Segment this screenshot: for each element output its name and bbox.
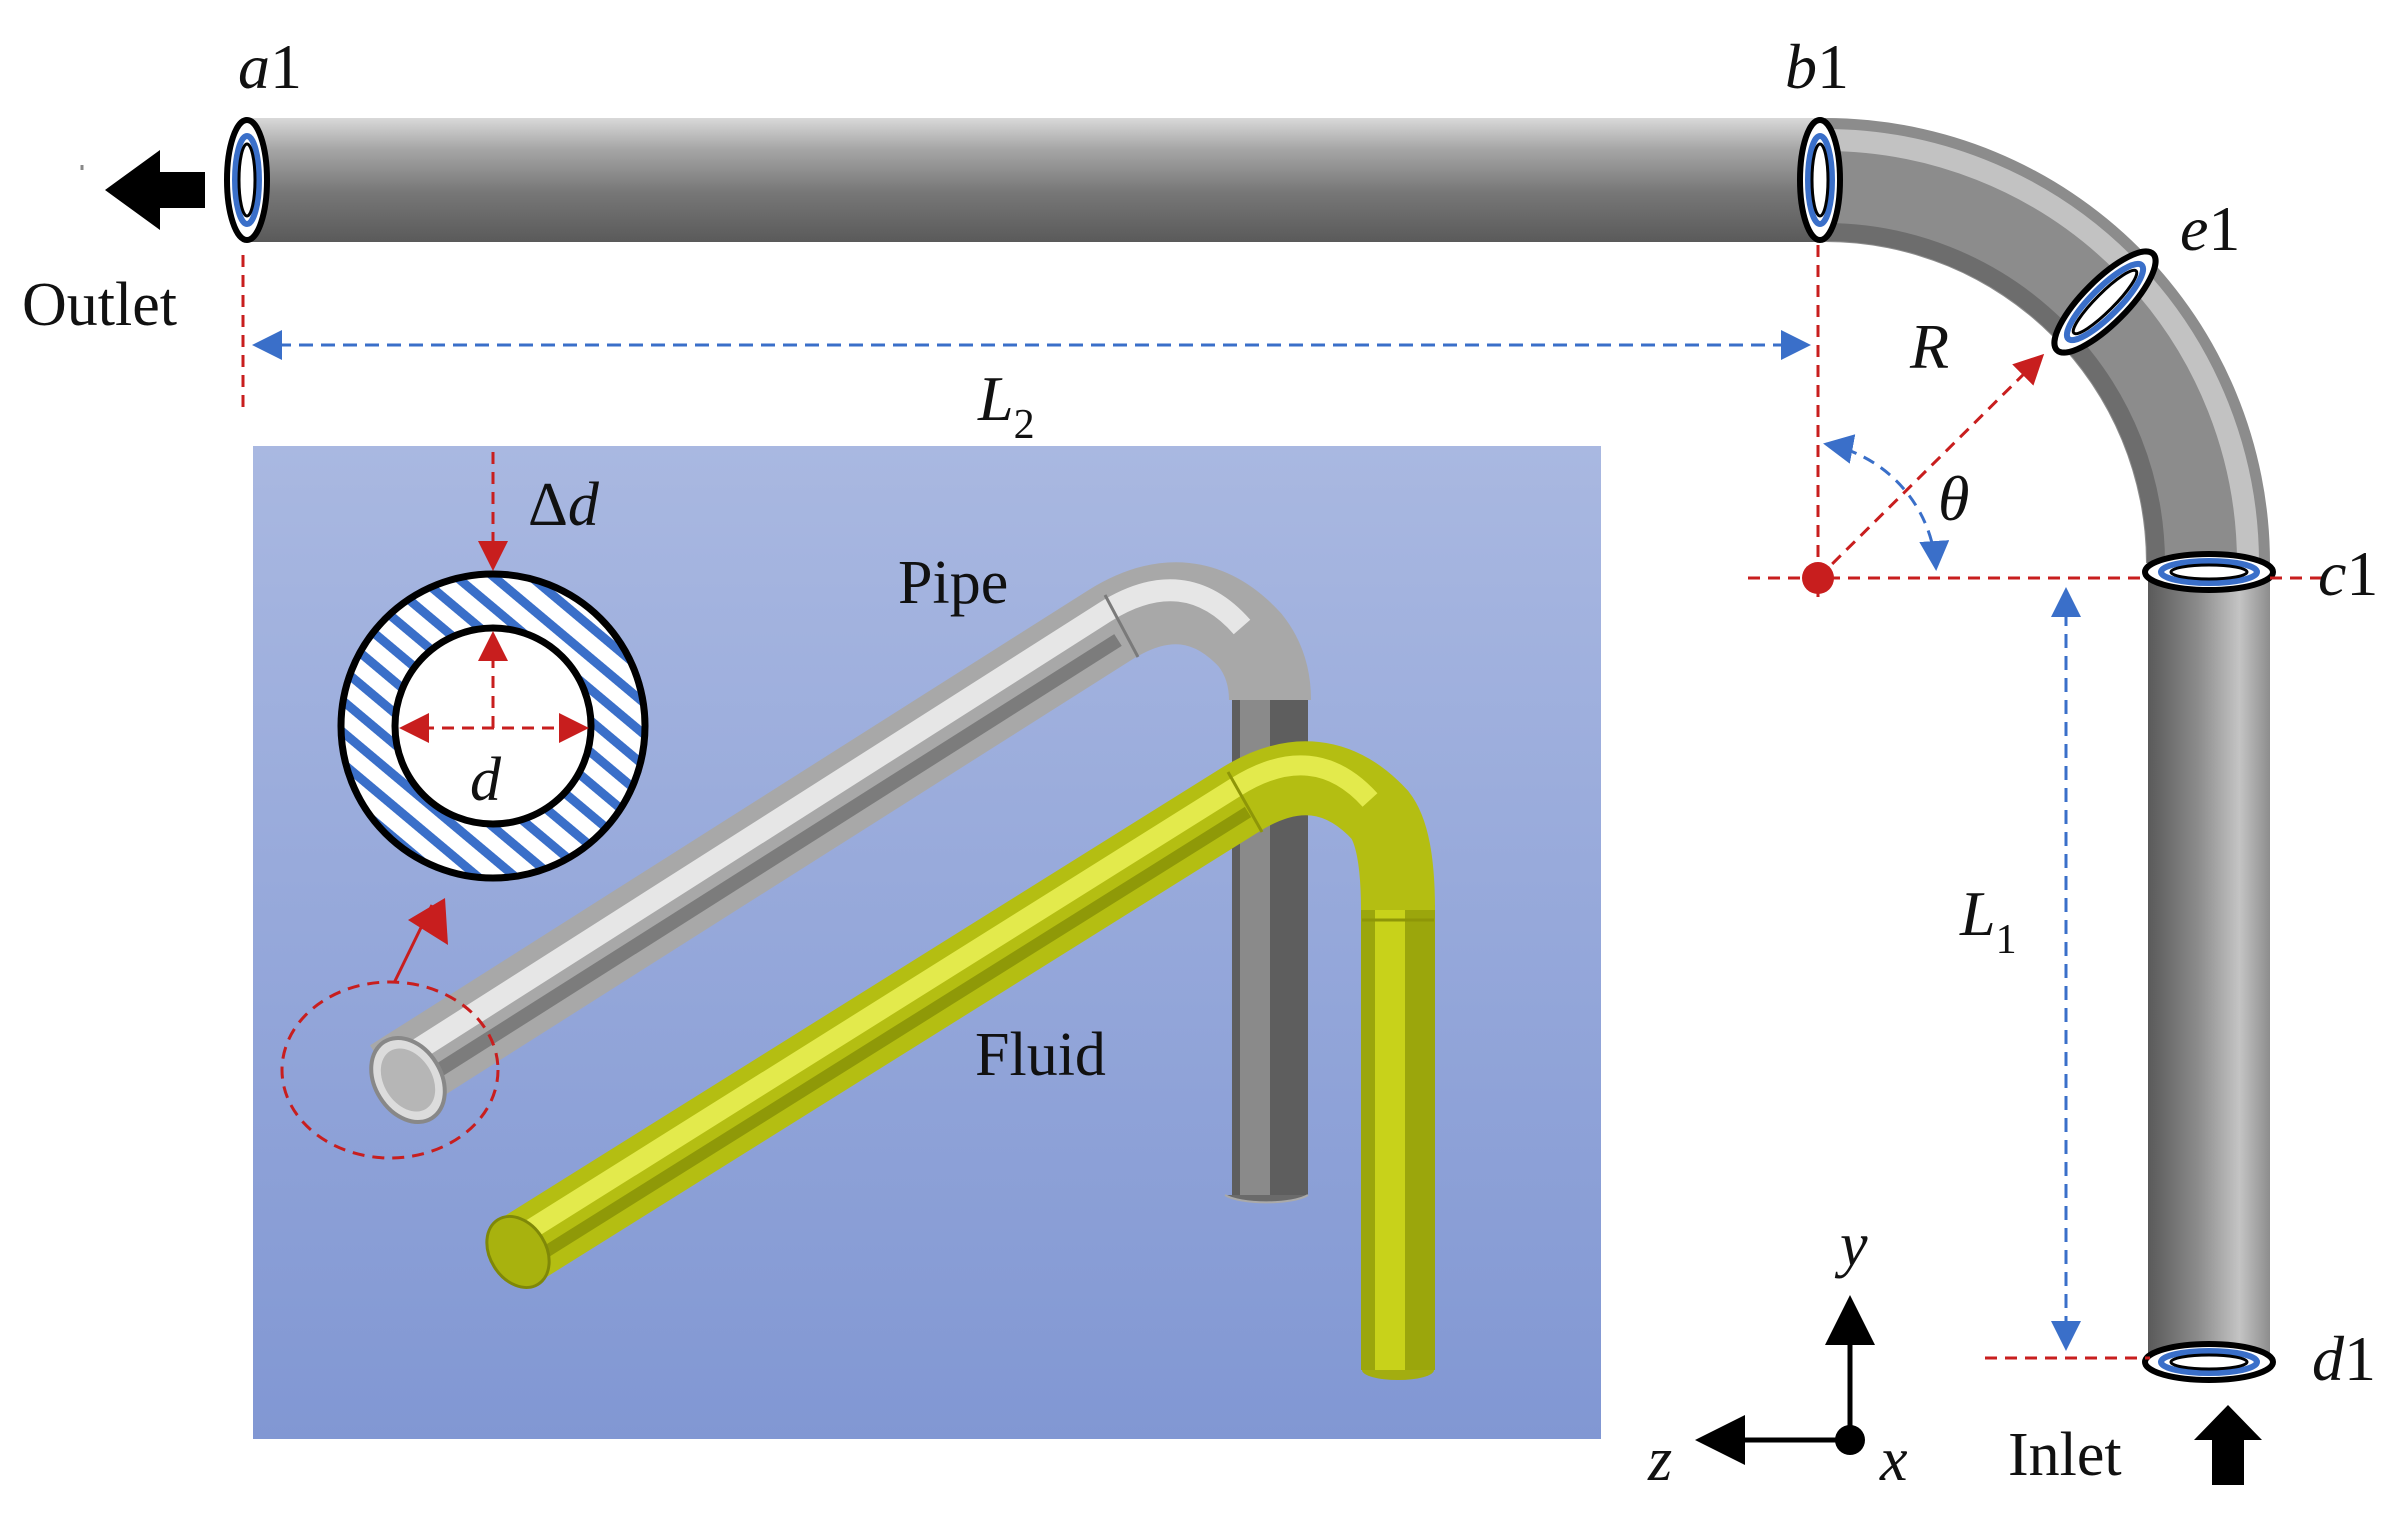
inset-panel bbox=[253, 446, 1601, 1439]
label-inlet: Inlet bbox=[2008, 1421, 2122, 1489]
arrow-left-icon bbox=[105, 150, 205, 230]
label-L2-main: L bbox=[977, 363, 1014, 434]
label-delta-d: Δd bbox=[528, 471, 600, 539]
section-c1-ring bbox=[2142, 551, 2276, 593]
label-d1-letter: d bbox=[2312, 1323, 2345, 1394]
dimension-lines bbox=[241, 245, 2330, 1360]
label-c1-digit: 1 bbox=[2346, 538, 2378, 609]
label-axis-x: x bbox=[1879, 1426, 1908, 1494]
label-d: d bbox=[470, 746, 502, 814]
section-d1-ring bbox=[2142, 1341, 2276, 1383]
label-L1-main: L bbox=[1959, 878, 1996, 949]
label-c1: c1 bbox=[2318, 538, 2378, 609]
label-a1: a1 bbox=[238, 31, 302, 102]
inset-fluid bbox=[485, 741, 1435, 1380]
label-e1-digit: 1 bbox=[2208, 193, 2240, 264]
label-axis-z: z bbox=[1647, 1426, 1672, 1494]
label-e1: e1 bbox=[2180, 193, 2240, 264]
section-a1-ring bbox=[224, 117, 270, 243]
label-delta-d-letter: d bbox=[568, 471, 600, 539]
label-axis-y: y bbox=[1834, 1211, 1868, 1279]
label-pipe: Pipe bbox=[898, 549, 1008, 617]
label-theta: θ bbox=[1938, 463, 1969, 534]
label-b1-letter: b bbox=[1785, 31, 1817, 102]
label-b1: b1 bbox=[1785, 31, 1849, 102]
label-L2-sub: 2 bbox=[1014, 402, 1035, 448]
label-fluid: Fluid bbox=[975, 1021, 1106, 1089]
x-axis-dot bbox=[1835, 1425, 1865, 1455]
label-e1-letter: e bbox=[2180, 193, 2208, 264]
label-delta-symbol: Δ bbox=[528, 471, 568, 539]
label-a1-digit: 1 bbox=[270, 31, 302, 102]
theta-arc bbox=[1823, 434, 1950, 571]
label-L1-sub: 1 bbox=[1996, 917, 2017, 963]
pipe-end-highlight-circle bbox=[280, 980, 500, 1160]
label-b1-digit: 1 bbox=[1817, 31, 1849, 102]
label-L2: L2 bbox=[977, 363, 1035, 448]
bend-center-dot bbox=[1802, 562, 1834, 594]
highlight-arrow-icon bbox=[408, 898, 448, 945]
label-d1: d1 bbox=[2312, 1323, 2376, 1394]
cross-section bbox=[337, 452, 649, 882]
label-c1-letter: c bbox=[2318, 538, 2346, 609]
pipe-bend-section bbox=[1825, 118, 2270, 563]
label-R: R bbox=[1909, 311, 1949, 382]
label-outlet: Outlet bbox=[22, 271, 177, 339]
section-b1-ring bbox=[1797, 117, 1843, 243]
arrow-up-icon bbox=[2194, 1405, 2262, 1485]
label-a1-letter: a bbox=[238, 31, 270, 102]
pipe-horizontal-section bbox=[245, 118, 1825, 242]
R-radius-line bbox=[1816, 353, 2045, 580]
pipe-vertical-section bbox=[2148, 563, 2270, 1358]
section-e1-ring bbox=[2051, 248, 2159, 356]
label-L1: L1 bbox=[1959, 878, 2017, 963]
label-d1-digit: 1 bbox=[2344, 1323, 2376, 1394]
coordinate-axes bbox=[1695, 1295, 1875, 1465]
